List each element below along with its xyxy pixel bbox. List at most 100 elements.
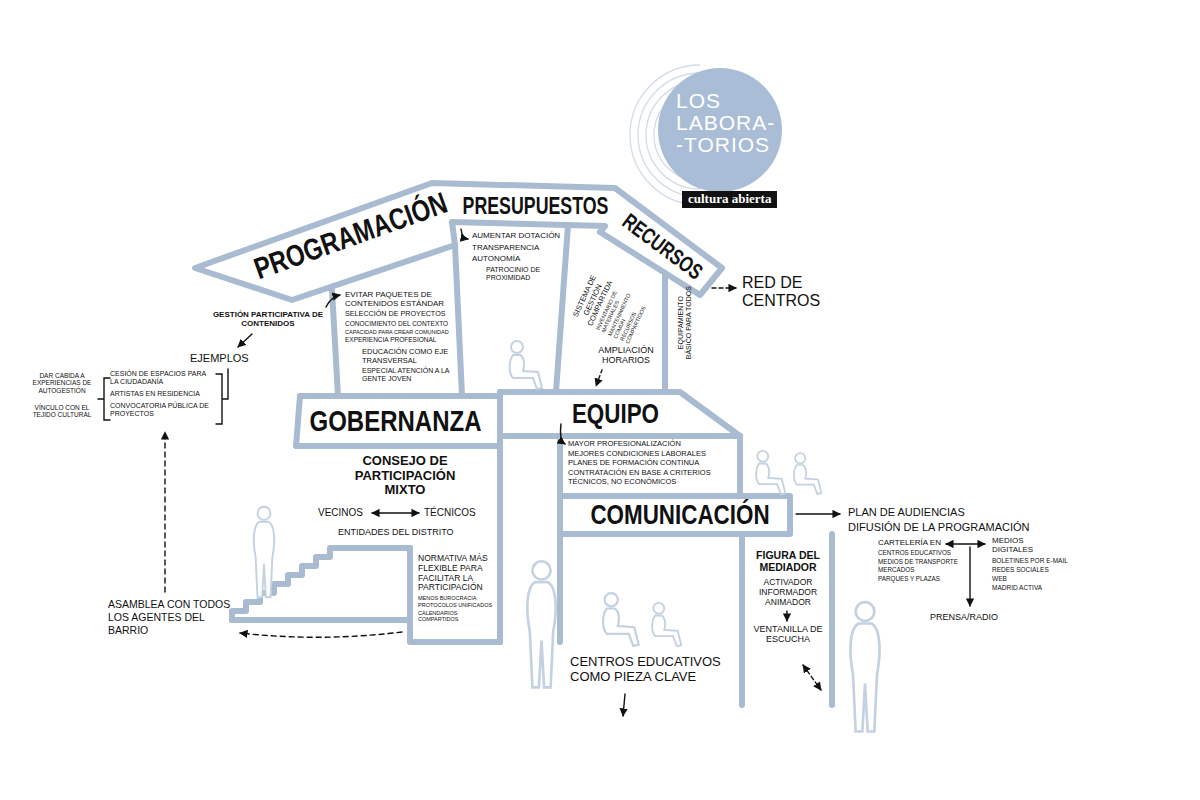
note-label: EQUIPAMIENTO BÁSICO PARA TODOS <box>677 282 692 362</box>
floor-band <box>296 396 500 446</box>
person-sitting <box>794 453 822 494</box>
note-label: CARTELERÍA EN <box>878 538 941 547</box>
note-label: EJEMPLOS <box>190 352 249 365</box>
node-text: cultura abierta <box>688 192 771 206</box>
node-text: GOBERNANZA <box>309 406 481 436</box>
node-text: EQUIPO <box>571 400 658 428</box>
person-sitting <box>756 451 785 494</box>
note-label: PROTOCOLOS UNIFICADOS <box>418 602 496 608</box>
arrow <box>623 694 625 716</box>
column <box>662 273 668 392</box>
note-label: CENTROS EDUCATIVOS <box>878 549 951 556</box>
note-label: MEDIOS DIGITALES <box>992 536 1044 554</box>
note-label: EDUCACIÓN COMO EJE TRANSVERSAL <box>362 348 450 365</box>
note-label: CALENDARIOS COMPARTIDOS <box>418 610 496 623</box>
double-arrow <box>946 543 985 544</box>
node-text: LOS LABORA- -TORIOS <box>676 90 784 156</box>
note-label: EVITAR PAQUETES DE CONTENIDOS ESTÁNDAR <box>345 290 449 308</box>
note-label: PLAN DE AUDIENCIAS <box>848 506 965 519</box>
note-label: PATROCINIO DE PROXIMIDAD <box>486 266 552 282</box>
person <box>254 507 274 598</box>
bracket <box>216 369 228 424</box>
note-label: ENTIDADES DEL DISTRITO <box>338 527 454 537</box>
node-text: PRESUPUESTOS <box>462 194 608 218</box>
core-wall <box>497 392 503 642</box>
dashed-arrow <box>596 370 602 386</box>
note-label: TÉCNICOS <box>424 507 476 519</box>
column <box>332 290 338 396</box>
note-label: INFORMADOR <box>747 588 829 598</box>
note-label: CONOCIMIENTO DEL CONTEXTO <box>345 320 453 327</box>
node-text: COMUNICACIÓN <box>590 501 769 529</box>
section-band: PROGRAMACIÓN <box>250 188 451 285</box>
arrow <box>796 513 840 514</box>
note-label: GESTIÓN PARTICIPATIVA DE CONTENIDOS <box>212 310 324 328</box>
note-label: MERCADOS <box>878 566 914 573</box>
people <box>254 341 880 732</box>
note-label: AMPLIACIÓN HORARIOS <box>588 345 664 366</box>
note-label: MENOS BUROCRACIA <box>418 595 496 601</box>
floor-band <box>500 392 740 436</box>
note-label: CONSEJO DE PARTICIPACIÓN MIXTO <box>339 454 471 498</box>
wall <box>410 548 500 642</box>
note-label: ESPECIAL ATENCIÓN A LA GENTE JOVEN <box>362 367 450 383</box>
note-label: PARQUES Y PLAZAS <box>878 575 940 582</box>
note-label: EXPERIENCIA PROFESIONAL <box>345 336 453 343</box>
section-band: EQUIPO <box>571 400 658 428</box>
dashed-arrow <box>240 632 402 637</box>
person <box>850 602 879 731</box>
note-label: VECINOS <box>318 507 363 519</box>
column <box>742 534 832 705</box>
note-label: ARTISTAS EN RESIDENCIA <box>110 390 214 398</box>
section-band: PRESUPUESTOS <box>462 194 608 218</box>
dashed-arrow <box>164 432 165 592</box>
note-label: VÍNCULO CON EL TEJIDO CULTURAL <box>28 404 96 419</box>
arrow <box>238 334 252 347</box>
note-label: AUTONOMÍA <box>472 254 564 263</box>
column <box>455 245 462 396</box>
person-sitting <box>603 593 639 646</box>
note-label: DIFUSIÓN DE LA PROGRAMACIÓN <box>848 521 1030 534</box>
bracket <box>98 378 110 420</box>
person <box>527 561 555 687</box>
note-label: MEJORES CONDICIONES LABORALES <box>568 450 720 459</box>
note-label: CAPACIDAD PARA CREAR COMUNIDAD <box>345 329 453 335</box>
base <box>232 617 410 623</box>
node-text: RECURSOS <box>618 210 706 284</box>
person-sitting <box>652 603 681 646</box>
section-band: COMUNICACIÓN <box>590 501 769 529</box>
section-band: GOBERNANZA <box>309 406 481 436</box>
note-label: SELECCIÓN DE PROYECTOS <box>345 310 453 318</box>
note-label: ASAMBLEA CON TODOS LOS AGENTES DEL BARRI… <box>108 598 232 637</box>
note-label: CONVOCATORIA PÚBLICA DE PROYECTOS <box>110 402 214 418</box>
note-label: WEB <box>992 575 1007 582</box>
building <box>195 183 832 705</box>
note-label: NORMATIVA MÁS FLEXIBLE PARA FACILITAR LA… <box>418 554 496 593</box>
note-label: ACTIVADOR <box>747 578 829 588</box>
note-label: RED DE CENTROS <box>742 274 826 309</box>
note-label: CONTRATACIÓN EN BASE A CRITERIOS TÉCNICO… <box>568 469 720 486</box>
column <box>560 436 740 496</box>
note-label: VENTANILLA DE ESCUCHA <box>747 625 829 645</box>
note-label: CESIÓN DE ESPACIOS PARA LA CIUDADANÍA <box>110 370 214 386</box>
arrows <box>98 229 985 716</box>
person-sitting <box>510 341 542 389</box>
section-band: RECURSOS <box>618 210 706 284</box>
note-label: PRENSA/RADIO <box>930 612 998 622</box>
note-label: BOLETINES POR E-MAIL <box>992 557 1068 564</box>
note-label: MADRID ACTIVA <box>992 584 1042 591</box>
arrow <box>461 229 468 239</box>
node-text: PROGRAMACIÓN <box>250 188 451 285</box>
dashed-arrow <box>712 287 736 288</box>
double-arrow <box>372 512 419 513</box>
logo-text: LOS LABORA- -TORIOS <box>676 90 784 156</box>
note-label: CENTROS EDUCATIVOS COMO PIEZA CLAVE <box>570 655 735 685</box>
note-label: PLANES DE FORMACIÓN CONTINUA <box>568 459 720 468</box>
note-label: REDES SOCIALES <box>992 566 1049 573</box>
tagline-band: cultura abierta <box>682 191 777 208</box>
note-label: DAR CABIDA A EXPERIENCIAS DE AUTOGESTIÓN <box>28 372 96 394</box>
column <box>557 534 563 642</box>
column <box>556 225 568 392</box>
arrow <box>786 611 787 621</box>
